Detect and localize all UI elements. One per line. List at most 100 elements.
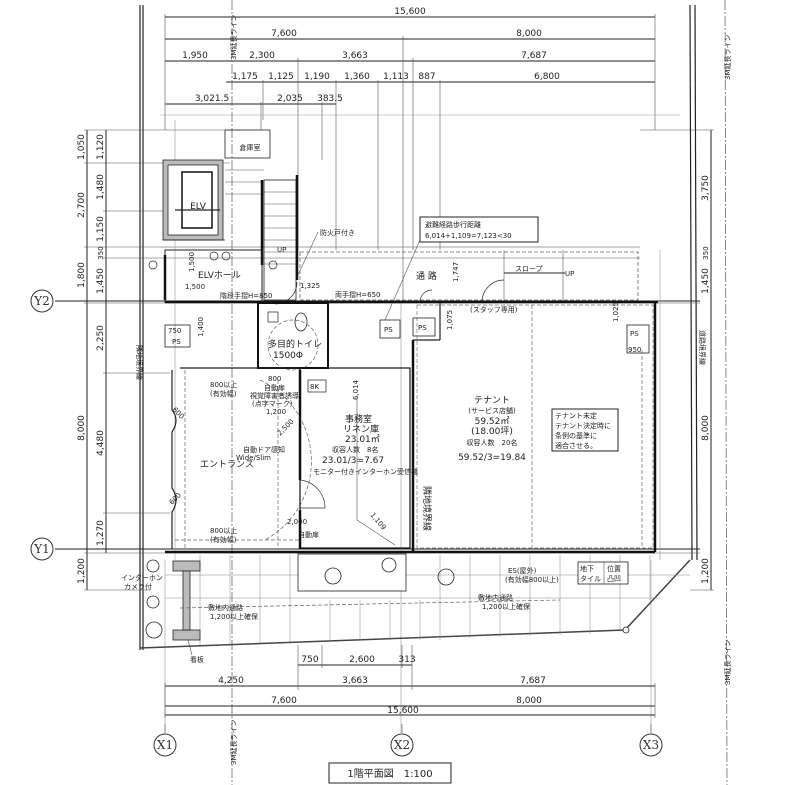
grid-label-x2: X2 [394, 738, 410, 752]
dim-top-row3: 2,300 [249, 51, 275, 61]
tenant-capacity: 収容人数 20名 [467, 438, 518, 447]
tenant-note: テナント決定時に [555, 421, 611, 430]
dim-bottom-row2: 3,663 [342, 676, 368, 686]
dim-top-row2: 8,000 [516, 29, 542, 39]
sign-label: 看板 [190, 655, 204, 664]
grid-label-y1: Y1 [33, 542, 50, 556]
entrance-label: エントランス [200, 459, 254, 470]
corridor-label: 通 路 [416, 270, 437, 282]
dim-top-row4: 1,190 [304, 72, 330, 82]
tile-label: 地下 [580, 564, 594, 573]
dim-top-row3: 7,687 [521, 51, 547, 61]
elv-label: ELV [190, 202, 207, 212]
door-width-bottom-sub: (有効幅) [210, 535, 237, 544]
dim-top-row4: 1,113 [383, 72, 409, 82]
auto-door-top: 自動扉 [264, 383, 285, 392]
ps-dim: 1,400 [197, 317, 205, 337]
dim-1109: 1,109 [368, 511, 387, 531]
passage-left-dim: 1,200以上確保 [210, 612, 258, 621]
grid-bubble-x3: X3 [639, 724, 663, 757]
dim-2500: 2,500 [276, 418, 296, 438]
tenant-note: テナント未定 [555, 411, 597, 420]
tile-label: 位置 [607, 564, 621, 573]
handrail-right-label: 両手摺H=650 [335, 290, 381, 299]
radius-600-bottom: 600 [168, 491, 183, 506]
dim-bottom-total: 15,600 [387, 706, 419, 716]
dim-left-inner: 350 [97, 246, 105, 259]
dim-left-inner: 1,150 [96, 216, 106, 242]
dim-top-row4: 1,175 [232, 72, 258, 82]
grid-bubble-y1: Y1 [30, 537, 54, 561]
dim-bottom-row1: 313 [398, 655, 415, 665]
grid-label-x3: X3 [643, 738, 659, 752]
ps-dim: 1,075 [446, 310, 454, 330]
elv-hall-dim-h: 1,500 [185, 283, 205, 291]
ps-label: PS [630, 330, 639, 338]
dim-right: 8,000 [701, 415, 711, 441]
dim-bottom-row1: 2,600 [349, 655, 375, 665]
tenant-sub: (サービス店舗) [468, 406, 516, 415]
dim-right: 350 [702, 246, 710, 259]
evacuation-title: 避難経路歩行距離 [425, 220, 481, 229]
tenant-area: 59.52㎡ [475, 416, 510, 427]
dim-right: 3,750 [701, 175, 711, 201]
office-room [299, 367, 411, 549]
shelf-label: 8K [310, 383, 319, 391]
intercom-sub: カメラ付 [124, 582, 152, 591]
dim-top-total: 15,600 [394, 7, 426, 17]
extension-line-label-top: 3M延長ライン [229, 15, 238, 61]
passage-left-label: 敷地内通路 [208, 603, 243, 612]
bottom-dimensions: 750 2,600 313 4,250 3,663 7,687 7,600 8,… [164, 645, 656, 718]
grid-bubbles: X1 X2 X3 Y2 Y1 [30, 289, 663, 757]
tile-box [577, 561, 629, 585]
dim-bottom-row2: 7,687 [520, 676, 546, 686]
staff-only-label: (スタッフ専用) [470, 305, 518, 314]
grid-label-x1: X1 [157, 738, 173, 752]
dim-top-row4: 1,125 [268, 72, 294, 82]
dim-top-row4: 887 [418, 72, 435, 82]
dim-left-outer: 1,200 [77, 558, 87, 584]
dim-right: 1,450 [701, 268, 711, 294]
dim-left-outer: 1,050 [77, 134, 87, 160]
dim-top-row5: 383.5 [317, 94, 343, 104]
ps-dim: 950 [628, 346, 641, 354]
stair-up-label: UP [277, 246, 286, 254]
door-width-bottom: 800以上 [210, 526, 237, 535]
dim-top-row4: 6,800 [534, 72, 560, 82]
dim-bottom-row1: 750 [301, 655, 318, 665]
intercom-label: インターホン [121, 573, 163, 582]
slope-up-label: UP [565, 270, 574, 278]
extension-line-label-right-bottom: 3M延長ライン [723, 640, 732, 686]
office-area: 23.01㎡ [345, 434, 380, 445]
grid-bubble-x1: X1 [153, 724, 177, 757]
evacuation-distance-box [419, 216, 539, 243]
dim-left-inner: 1,120 [96, 134, 106, 160]
dim-2000: 2,000 [287, 518, 307, 526]
right-dimensions: 3,750 350 1,450 8,000 1,200 [640, 129, 714, 591]
toilet-dim: 1500Φ [273, 351, 303, 361]
ps-label: PS [418, 324, 427, 332]
road-boundary-label: 道路境界線 [698, 330, 707, 365]
passage-right-label: 敷地内通路 [478, 593, 513, 602]
dim-left-outer: 8,000 [77, 415, 87, 441]
auto-door-bottom: 自動扉 [298, 530, 319, 539]
tenant-room [416, 304, 654, 549]
boundary-lines: 3M延長ライン 3M延長ライン 3M延長ライン 3M延長ライン 隣地境界線 道路… [135, 0, 732, 785]
building-plan: ELV 倉庫室 UP 防火戸付き ELVホール 1,500 1,500 1,32… [121, 114, 691, 664]
dim-1200: 1,200 [266, 408, 286, 416]
stair-treads [225, 169, 296, 265]
dim-bottom-row3: 7,600 [271, 696, 297, 706]
dim-top-row3: 1,950 [182, 51, 208, 61]
tenant-note: 条例の基準に [555, 431, 597, 440]
ps-dim: 750 [168, 327, 181, 335]
fire-door-label: 防火戸付き [320, 228, 355, 237]
dim-6014: 6,014 [352, 379, 360, 400]
stair-dim: 1,325 [300, 282, 320, 290]
door-width-top: 800以上 [210, 380, 237, 389]
tenant-note-box [551, 408, 619, 452]
grid-label-y2: Y2 [33, 294, 50, 308]
tenant-calc: 59.52/3=19.84 [458, 453, 526, 463]
grid-bubble-y2: Y2 [30, 289, 54, 313]
office-intercom: モニター付きインターホン受信機 [313, 467, 418, 476]
dim-left-inner: 4,480 [96, 430, 106, 456]
